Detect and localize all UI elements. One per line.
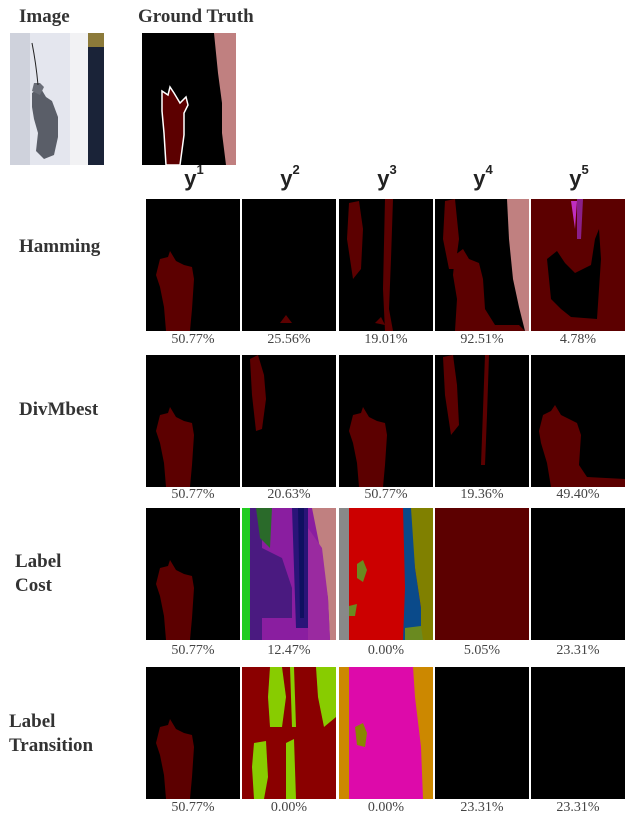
- row-label-divmbest: DivMbest: [19, 399, 99, 420]
- label-cost-y2-score: 12.47%: [267, 643, 311, 658]
- input-image: [10, 33, 104, 165]
- hamming-y4-mask: [435, 199, 529, 331]
- image-header: Image: [19, 6, 70, 27]
- divmbest-y2-mask: [242, 355, 336, 487]
- hamming-y1-score: 50.77%: [171, 332, 215, 347]
- divmbest-y3-mask: [339, 355, 433, 487]
- hamming-y3-mask: [339, 199, 433, 331]
- label-cost-y4-mask: [435, 508, 529, 640]
- label-transition-y1-mask: [146, 667, 240, 799]
- column-header-y3: y3: [377, 162, 397, 191]
- divmbest-y4-score: 19.36%: [460, 487, 504, 502]
- label-cost-y1-mask: [146, 508, 240, 640]
- column-header-y1: y1: [184, 162, 204, 191]
- divmbest-y4-mask: [435, 355, 529, 487]
- label-cost-y5-score: 23.31%: [556, 643, 600, 658]
- cat-photo: [10, 33, 104, 165]
- label-transition-y4-mask: [435, 667, 529, 799]
- label-transition-y3-mask: [339, 667, 433, 799]
- label-transition-y5-mask: [531, 667, 625, 799]
- hamming-y3-score: 19.01%: [364, 332, 408, 347]
- hamming-y1-mask: [146, 199, 240, 331]
- column-header-y4: y4: [473, 162, 493, 191]
- label-cost-y3-score: 0.00%: [367, 643, 405, 658]
- label-transition-y4-score: 23.31%: [460, 800, 504, 815]
- hamming-y4-score: 92.51%: [460, 332, 504, 347]
- ground-truth-mask: [142, 33, 236, 165]
- label-cost-y4-score: 5.05%: [463, 643, 501, 658]
- column-header-y2: y2: [280, 162, 300, 191]
- divmbest-y3-score: 50.77%: [364, 487, 408, 502]
- label-cost-y2-mask: [242, 508, 336, 640]
- label-transition-y5-score: 23.31%: [556, 800, 600, 815]
- divmbest-y1-mask: [146, 355, 240, 487]
- label-cost-y5-mask: [531, 508, 625, 640]
- ground-truth-header: Ground Truth: [138, 6, 254, 27]
- label-cost-y3-mask: [339, 508, 433, 640]
- divmbest-y2-score: 20.63%: [267, 487, 311, 502]
- divmbest-y5-mask: [531, 355, 625, 487]
- hamming-y2-score: 25.56%: [267, 332, 311, 347]
- divmbest-y5-score: 49.40%: [556, 487, 600, 502]
- label-transition-y2-mask: [242, 667, 336, 799]
- row-label-label-transition: Label Transition: [9, 711, 94, 756]
- label-transition-y2-score: 0.00%: [270, 800, 308, 815]
- hamming-y2-mask: [242, 199, 336, 331]
- column-header-y5: y5: [569, 162, 589, 191]
- label-transition-y1-score: 50.77%: [171, 800, 215, 815]
- row-label-label-cost: Label Cost: [15, 551, 62, 596]
- row-label-hamming: Hamming: [19, 236, 101, 257]
- divmbest-y1-score: 50.77%: [171, 487, 215, 502]
- label-transition-y3-score: 0.00%: [367, 800, 405, 815]
- hamming-y5-mask: [531, 199, 625, 331]
- label-cost-y1-score: 50.77%: [171, 643, 215, 658]
- hamming-y5-score: 4.78%: [559, 332, 597, 347]
